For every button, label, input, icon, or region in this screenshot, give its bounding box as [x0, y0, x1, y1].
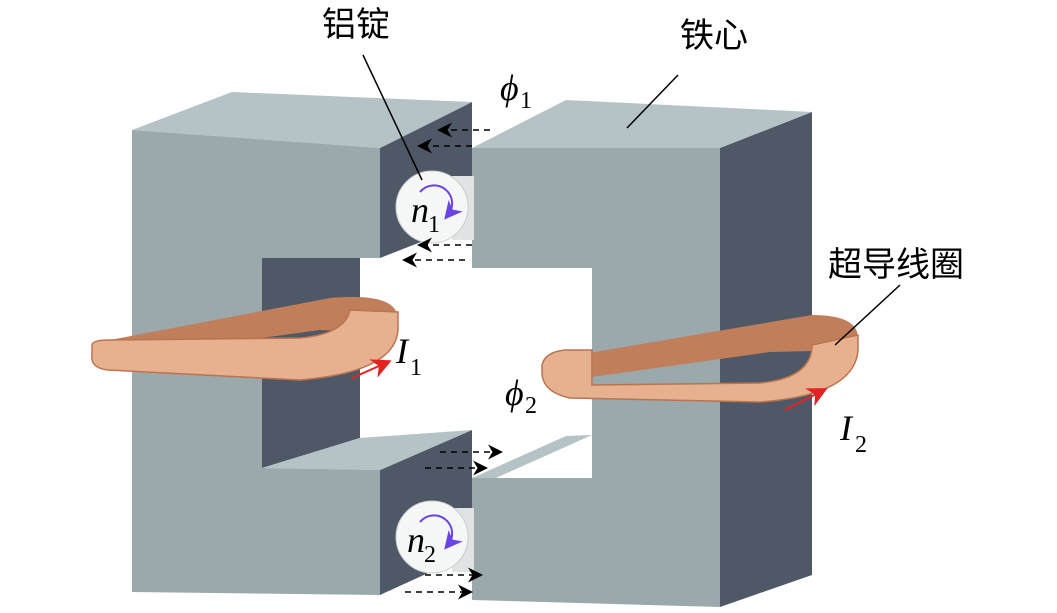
i1-subscript: 1 [410, 355, 422, 381]
upper-rotation-arrow [419, 184, 463, 220]
n2-symbol: n [407, 520, 425, 560]
flux-arrows [402, 122, 503, 600]
i2-subscript: 2 [855, 432, 867, 458]
leader-iron-core [626, 74, 679, 129]
right-coil-back [548, 315, 858, 380]
upper-ingot: n 1 [395, 170, 474, 244]
label-superconducting-coil: 超导线圈 [828, 245, 964, 285]
right-core-top [472, 100, 812, 148]
current-arrow-i1 [351, 359, 392, 379]
n1-symbol: n [411, 190, 429, 230]
left-coil-front [91, 309, 399, 381]
label-iron-core: 铁心 [680, 16, 748, 56]
right-core-front [472, 148, 720, 607]
phi2-symbol: ϕ [505, 373, 524, 413]
right-core-side [720, 112, 812, 607]
current-arrow-i2 [784, 388, 828, 411]
n1-subscript: 1 [428, 212, 440, 238]
right-coil-front [541, 334, 859, 403]
left-core-lower-jaw-top [262, 430, 472, 470]
label-aluminum-ingot: 铝锭 [322, 5, 390, 45]
phi2-subscript: 2 [525, 393, 537, 419]
i2-symbol: I [839, 408, 854, 448]
lower-ingot: n 2 [395, 500, 474, 574]
leader-aluminum-ingot [362, 54, 423, 181]
n2-subscript: 2 [424, 542, 436, 568]
phi1-subscript: 1 [520, 88, 532, 114]
right-core-lower-jaw-top [472, 435, 592, 478]
lower-rotation-arrow [419, 514, 463, 550]
i1-symbol: I [395, 331, 410, 371]
phi1-symbol: ϕ [500, 68, 519, 108]
upper-ingot-disc [395, 170, 469, 244]
lower-ingot-disc [395, 500, 469, 574]
left-coil [91, 296, 399, 381]
right-coil [541, 315, 859, 403]
leader-superconducting-coil [834, 284, 901, 346]
